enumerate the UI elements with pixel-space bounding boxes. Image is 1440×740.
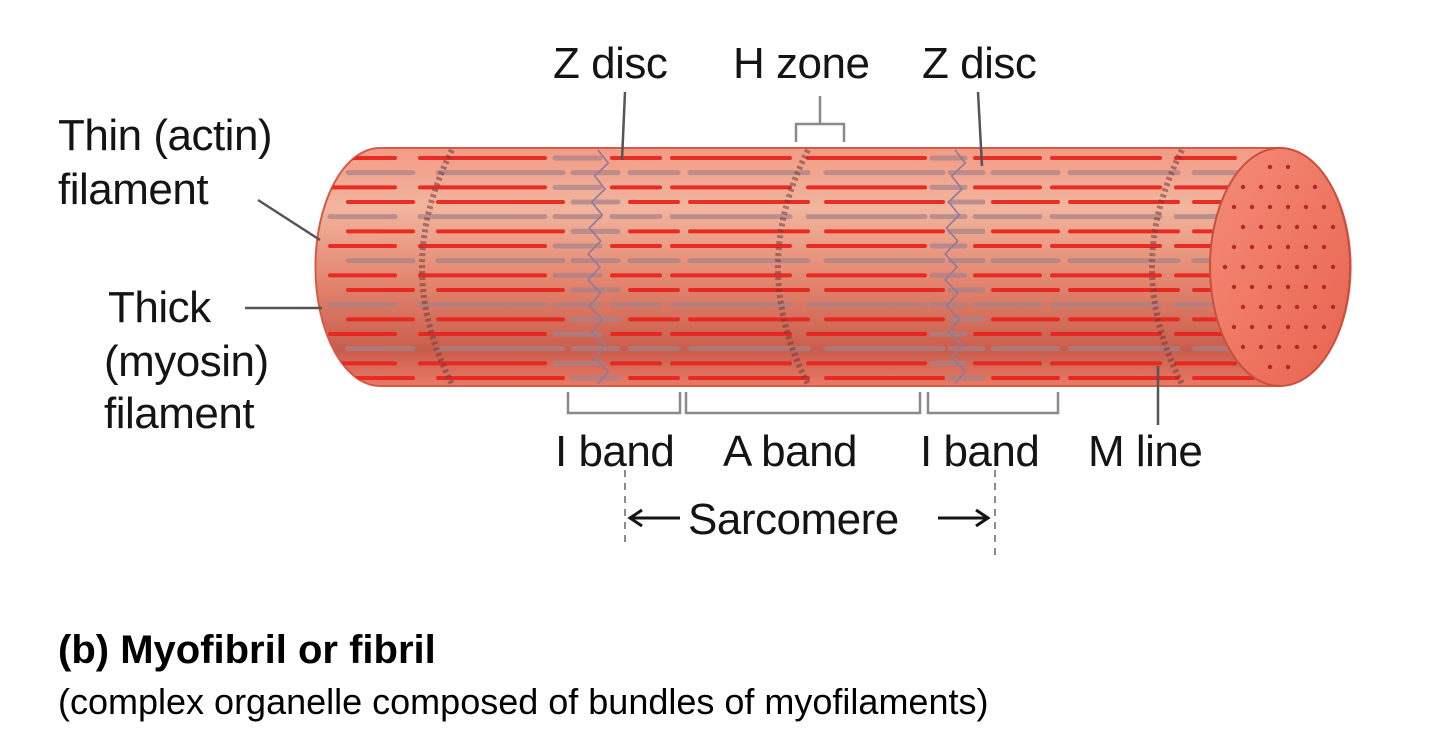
- filament-rows: [327, 155, 1256, 381]
- end-cap-dot: [1258, 184, 1264, 190]
- end-cap-dot: [1240, 224, 1246, 230]
- label-i-band-left: I band: [555, 427, 674, 476]
- i-band-right-bracket: [926, 392, 1060, 415]
- myofibril-cylinder: [314, 147, 1352, 387]
- end-cap-dot: [1303, 324, 1309, 330]
- label-z-disc-right: Z disc: [922, 39, 1036, 88]
- a-band-bracket: [684, 392, 922, 415]
- end-cap-dot: [1312, 184, 1318, 190]
- end-cap-dot: [1312, 264, 1318, 270]
- label-z-disc-left: Z disc: [553, 39, 667, 88]
- end-cap-dot: [1312, 344, 1318, 350]
- end-cap-dot: [1276, 304, 1282, 310]
- end-cap-dot: [1231, 204, 1237, 210]
- label-a-band: A band: [723, 427, 857, 476]
- end-cap-dot: [1321, 324, 1327, 330]
- end-cap-dot: [1285, 364, 1291, 370]
- end-cap-dot: [1303, 284, 1309, 290]
- end-cap-dot: [1267, 364, 1273, 370]
- caption-subtitle: (complex organelle composed of bundles o…: [58, 681, 988, 722]
- z-disc-left-line: [587, 149, 610, 385]
- label-thick-filament-3: filament: [104, 389, 254, 438]
- end-cap-dot: [1231, 324, 1237, 330]
- end-cap-dot: [1231, 244, 1237, 250]
- label-thick-filament-2: (myosin): [104, 337, 269, 386]
- end-cap-dot: [1294, 344, 1300, 350]
- end-cap-dot: [1240, 264, 1246, 270]
- end-cap-dot: [1240, 184, 1246, 190]
- label-h-zone: H zone: [733, 39, 869, 88]
- end-cap-dot: [1276, 224, 1282, 230]
- end-cap-dot: [1222, 264, 1228, 270]
- end-cap-dot: [1285, 284, 1291, 290]
- thin-filament-leader: [257, 198, 321, 242]
- end-cap-dot: [1249, 244, 1255, 250]
- h-zone-bracket: [794, 96, 846, 142]
- end-cap-dot: [1276, 344, 1282, 350]
- end-cap-dot: [1249, 204, 1255, 210]
- end-cap-dot: [1285, 164, 1291, 170]
- end-cap-dot: [1312, 304, 1318, 310]
- end-cap-dot: [1330, 224, 1336, 230]
- label-thin-filament-1: Thin (actin): [58, 111, 272, 160]
- right-arrow-icon: [938, 508, 991, 528]
- label-thick-filament-1: Thick: [108, 283, 212, 332]
- label-thin-filament-2: filament: [58, 165, 208, 214]
- label-sarcomere: Sarcomere: [688, 495, 899, 544]
- end-cap-dot: [1258, 304, 1264, 310]
- z-disc-right-leader: [976, 91, 984, 167]
- end-cap-dot: [1231, 284, 1237, 290]
- end-cap-dot: [1240, 304, 1246, 310]
- end-cap-dot: [1321, 244, 1327, 250]
- end-cap-dot: [1258, 264, 1264, 270]
- end-cap-dot: [1285, 324, 1291, 330]
- end-cap-dot: [1330, 304, 1336, 310]
- end-cap-dot: [1294, 304, 1300, 310]
- end-cap-dot: [1249, 324, 1255, 330]
- end-cap-dot: [1249, 284, 1255, 290]
- end-cap-dot: [1276, 184, 1282, 190]
- band-left-m: [419, 148, 455, 386]
- label-m-line: M line: [1088, 427, 1202, 476]
- label-i-band-right: I band: [920, 427, 1039, 476]
- end-cap-dot: [1267, 244, 1273, 250]
- band-center-m: [775, 148, 811, 386]
- left-arrow-icon: [627, 508, 680, 528]
- end-cap-dot: [1267, 284, 1273, 290]
- end-cap-dot: [1303, 204, 1309, 210]
- end-cap-dot: [1330, 264, 1336, 270]
- end-cap-dot: [1285, 244, 1291, 250]
- end-cap-dot: [1276, 264, 1282, 270]
- end-cap-dot: [1240, 344, 1246, 350]
- z-disc-left-leader: [620, 91, 627, 161]
- end-cap-dot: [1321, 204, 1327, 210]
- z-disc-right-line: [944, 149, 967, 385]
- end-cap-dot: [1267, 204, 1273, 210]
- end-cap-dot: [1258, 224, 1264, 230]
- end-cap-dot: [1258, 344, 1264, 350]
- end-cap-dot: [1294, 264, 1300, 270]
- end-cap-dots: [1222, 164, 1336, 370]
- end-cap-dot: [1285, 204, 1291, 210]
- z-disc-lines: [587, 149, 967, 385]
- i-band-left-bracket: [566, 392, 682, 415]
- end-cap-dot: [1294, 184, 1300, 190]
- band-right-m: [1149, 148, 1185, 386]
- end-cap-dot: [1303, 244, 1309, 250]
- end-cap-dot: [1294, 224, 1300, 230]
- end-cap-dot: [1312, 224, 1318, 230]
- m-line-bands: [419, 148, 1185, 386]
- end-cap-dot: [1321, 284, 1327, 290]
- caption-title: (b) Myofibril or fibril: [58, 628, 436, 672]
- end-cap-dot: [1267, 164, 1273, 170]
- end-cap-dot: [1267, 324, 1273, 330]
